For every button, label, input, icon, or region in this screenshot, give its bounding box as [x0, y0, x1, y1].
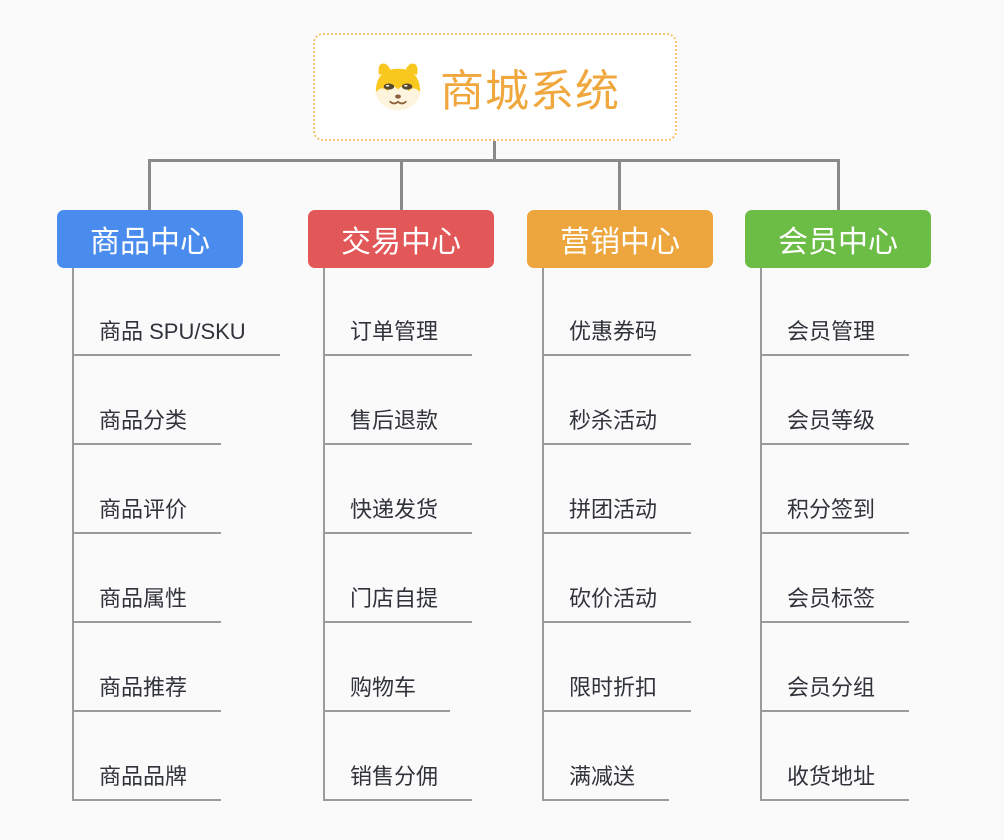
leaf-item[interactable]: 商品评价	[72, 497, 222, 534]
branch-node-product[interactable]: 商品中心	[57, 210, 243, 268]
leaf-item[interactable]: 会员标签	[760, 586, 910, 623]
leaf-item[interactable]: 销售分佣	[323, 764, 473, 801]
connector-line	[400, 159, 403, 210]
leaf-item[interactable]: 积分签到	[760, 497, 910, 534]
leaf-item[interactable]: 会员管理	[760, 319, 910, 356]
leaf-item[interactable]: 限时折扣	[542, 675, 692, 712]
leaf-item[interactable]: 购物车	[323, 675, 451, 712]
connector-line	[837, 159, 840, 210]
leaf-item[interactable]: 会员分组	[760, 675, 910, 712]
root-node[interactable]: 商城系统	[313, 33, 677, 141]
connector-line	[618, 159, 621, 210]
shiba-dog-icon	[375, 63, 421, 111]
leaf-item[interactable]: 商品分类	[72, 408, 222, 445]
leaf-item[interactable]: 秒杀活动	[542, 408, 692, 445]
leaf-item[interactable]: 拼团活动	[542, 497, 692, 534]
leaf-item[interactable]: 收货地址	[760, 764, 910, 801]
branch-node-marketing[interactable]: 营销中心	[527, 210, 713, 268]
leaf-item[interactable]: 商品推荐	[72, 675, 222, 712]
connector-line	[72, 268, 74, 801]
leaf-item[interactable]: 砍价活动	[542, 586, 692, 623]
connector-line	[542, 268, 544, 801]
connector-line	[148, 159, 151, 210]
leaf-item[interactable]: 订单管理	[323, 319, 473, 356]
leaf-item[interactable]: 快递发货	[323, 497, 473, 534]
connector-line	[493, 141, 496, 162]
leaf-item[interactable]: 商品 SPU/SKU	[72, 319, 280, 356]
branch-node-member[interactable]: 会员中心	[745, 210, 931, 268]
connector-line	[323, 268, 325, 801]
leaf-item[interactable]: 会员等级	[760, 408, 910, 445]
leaf-item[interactable]: 门店自提	[323, 586, 473, 623]
branch-node-trade[interactable]: 交易中心	[308, 210, 494, 268]
leaf-item[interactable]: 商品品牌	[72, 764, 222, 801]
leaf-item[interactable]: 商品属性	[72, 586, 222, 623]
leaf-item[interactable]: 优惠券码	[542, 319, 692, 356]
leaf-item[interactable]: 满减送	[542, 764, 670, 801]
connector-line	[148, 159, 840, 162]
root-title: 商城系统	[440, 67, 620, 116]
connector-line	[760, 268, 762, 801]
leaf-item[interactable]: 售后退款	[323, 408, 473, 445]
